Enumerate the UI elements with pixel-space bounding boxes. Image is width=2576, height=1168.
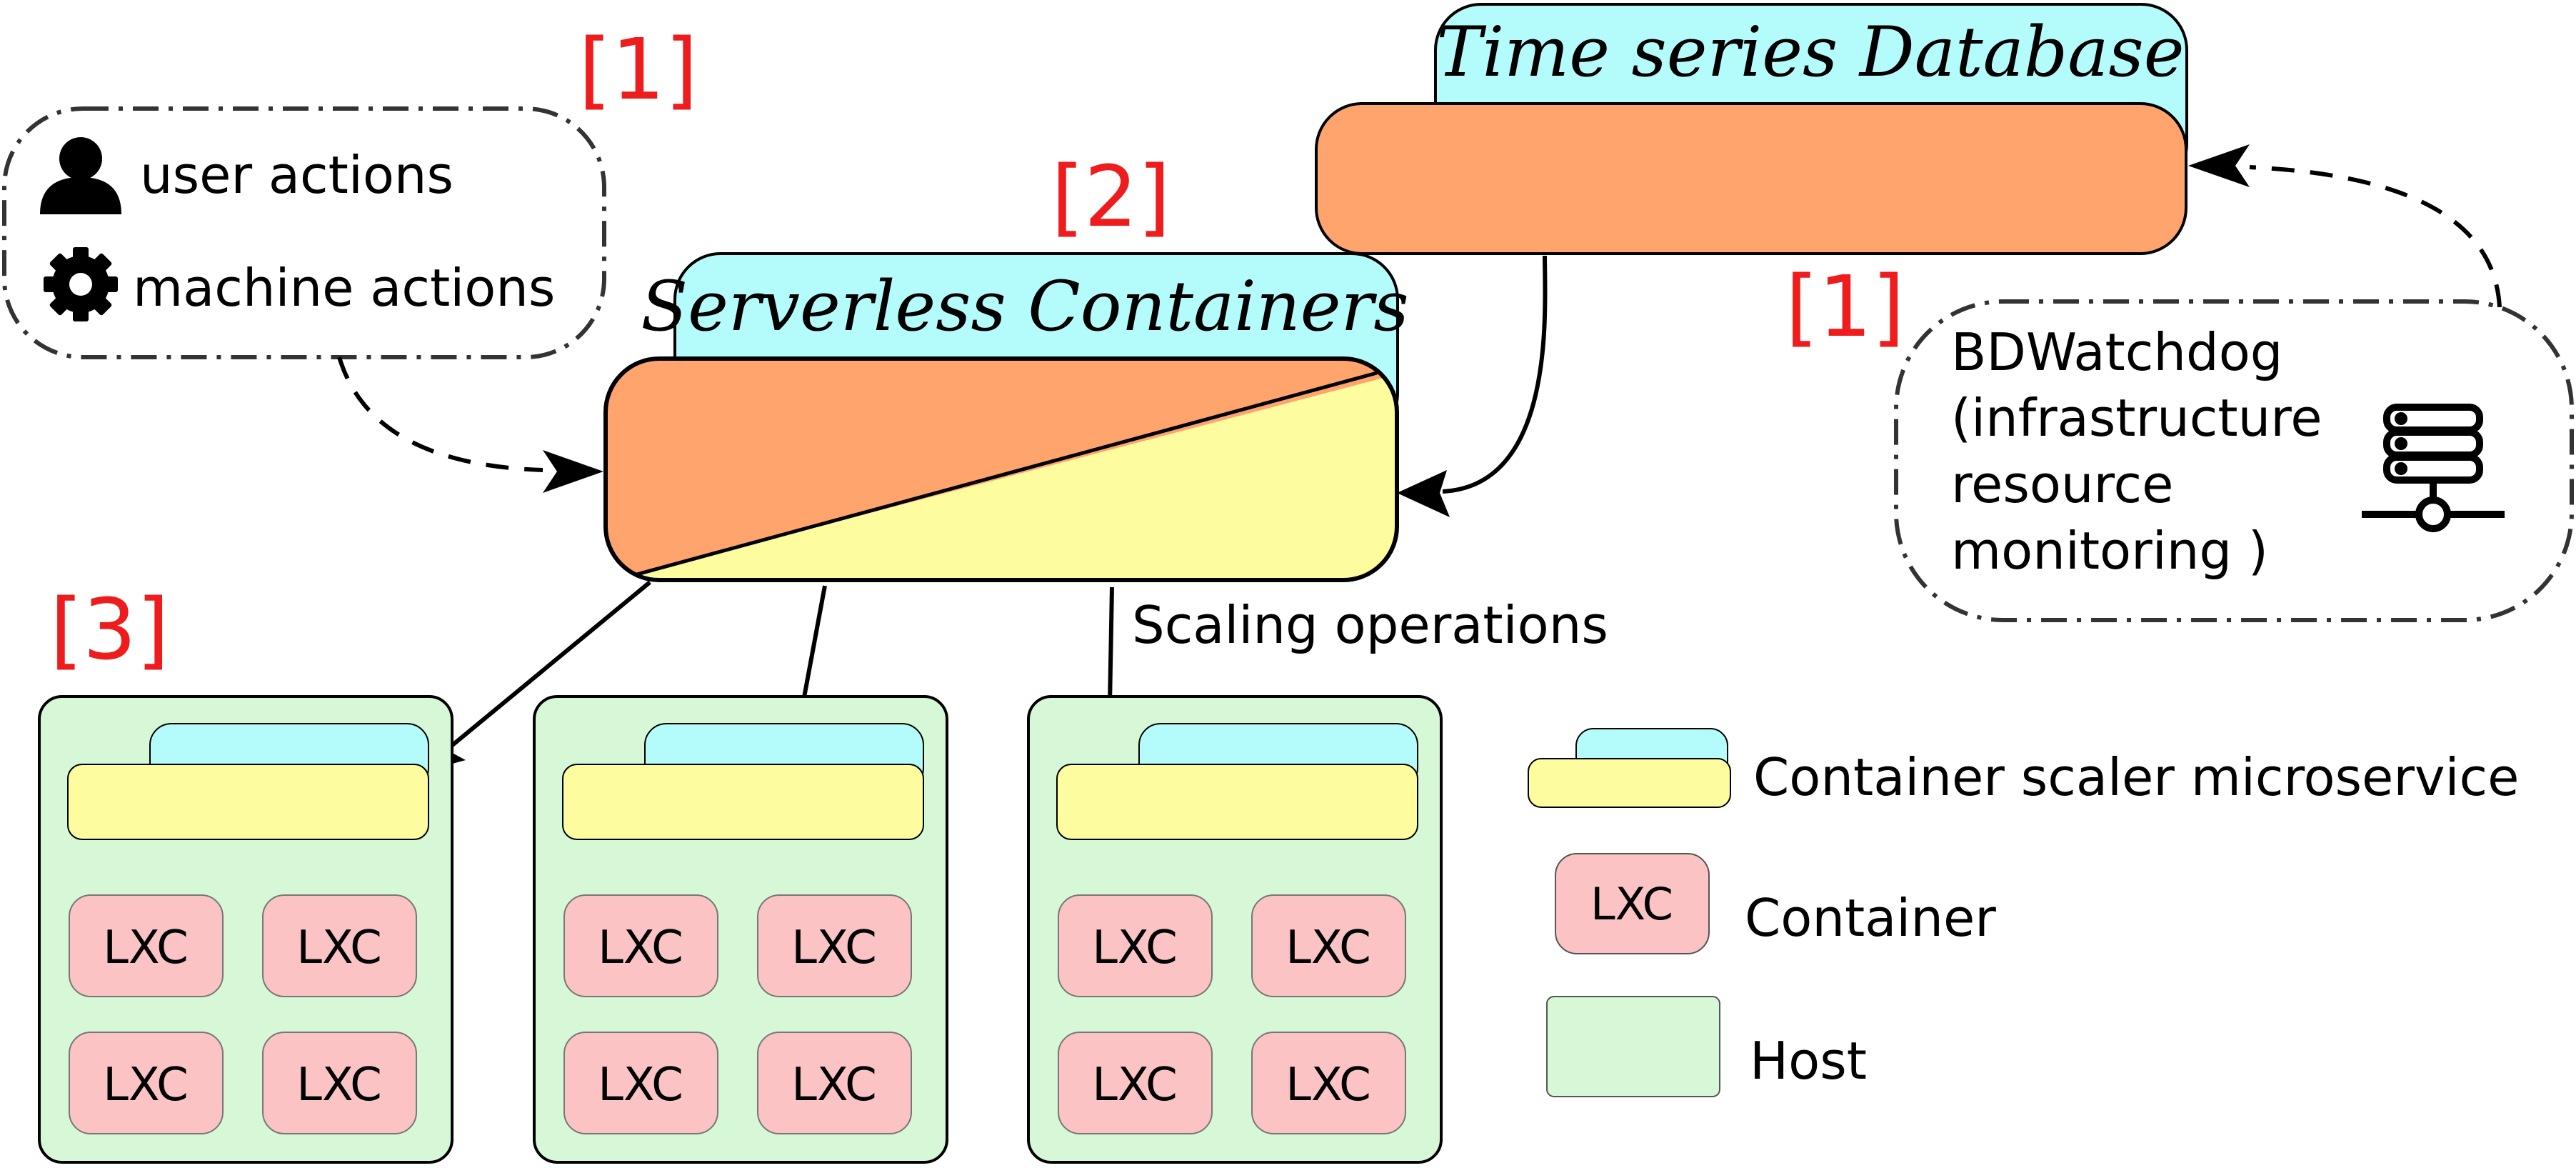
tsdb-component: Time series Database [1315, 3, 2188, 255]
lxc-label: LXC [103, 1059, 189, 1112]
lxc-label: LXC [1092, 1059, 1178, 1112]
ref-serverless: [2] [1051, 147, 1171, 246]
lxc-container: LXC [1251, 1032, 1406, 1134]
lxc-label: LXC [598, 1059, 683, 1112]
legend-scaler-swatch [1528, 728, 1731, 808]
scaling-arrow-host-1 [445, 580, 651, 752]
lxc-label: LXC [296, 922, 382, 974]
scaling-operations-label: Scaling operations [1132, 595, 1608, 655]
lxc-container: LXC [262, 894, 417, 997]
lxc-label: LXC [791, 1059, 877, 1112]
tsdb-title: Time series Database [1436, 12, 2184, 92]
lxc-container: LXC [262, 1032, 417, 1134]
lxc-container: LXC [1058, 1032, 1213, 1134]
legend-host-label: Host [1750, 1031, 1867, 1091]
bdwatchdog-box: BDWatchdog (infrastructure resource moni… [1894, 299, 2574, 622]
host-1: LXC LXC LXC LXC [38, 695, 453, 1164]
legend: Container scaler microservice LXC Contai… [1528, 728, 2519, 1097]
lxc-label: LXC [791, 922, 877, 974]
serverless-title: Serverless Containers [641, 266, 1408, 346]
gear-icon [44, 247, 118, 321]
lxc-label: LXC [598, 922, 683, 974]
user-icon [40, 137, 121, 214]
ref-actions: [1] [578, 20, 698, 119]
host-scaler-bar [1056, 764, 1418, 840]
actions-to-serverless-arrow [337, 356, 543, 472]
legend-container-swatch: LXC [1555, 853, 1710, 954]
bdwatchdog-line-4: monitoring ) [1951, 521, 2268, 581]
lxc-label: LXC [1286, 922, 1371, 974]
bdwatchdog-line-1: BDWatchdog [1951, 322, 2282, 382]
legend-host-swatch [1546, 996, 1720, 1097]
bdwatchdog-to-tsdb-arrow [2249, 165, 2502, 308]
lxc-container: LXC [757, 1032, 912, 1134]
bdwatchdog-line-3: resource [1951, 454, 2173, 514]
serverless-component: Serverless Containers [603, 252, 1409, 582]
lxc-container: LXC [69, 1032, 224, 1134]
actions-arrowhead [543, 450, 603, 493]
legend-container-label: Container [1745, 888, 1996, 948]
host-3: LXC LXC LXC LXC [1027, 695, 1443, 1164]
lxc-label: LXC [1092, 922, 1178, 974]
legend-container-sample: LXC [1590, 878, 1673, 930]
ref-hosts: [3] [50, 580, 169, 679]
lxc-container: LXC [563, 1032, 718, 1134]
lxc-label: LXC [103, 922, 189, 974]
lxc-container: LXC [1251, 894, 1406, 997]
machine-actions-label: machine actions [133, 258, 555, 318]
bdwatchdog-arrowhead [2188, 144, 2250, 187]
lxc-label: LXC [296, 1059, 382, 1112]
lxc-container: LXC [563, 894, 718, 997]
lxc-label: LXC [1286, 1059, 1371, 1112]
lxc-container: LXC [757, 894, 912, 997]
host-scaler-bar [562, 764, 924, 840]
bdwatchdog-line-2: (infrastructure [1951, 388, 2322, 448]
tsdb-arrowhead [1397, 470, 1450, 517]
lxc-container: LXC [1058, 894, 1213, 997]
host-scaler-bar [67, 764, 429, 840]
tsdb-to-serverless-arrow [1442, 255, 1548, 494]
host-2: LXC LXC LXC LXC [533, 695, 948, 1164]
ref-bdwatchdog: [1] [1785, 257, 1905, 356]
actions-box: user actions machine actions [2, 106, 606, 359]
legend-scaler-label: Container scaler microservice [1753, 747, 2519, 807]
user-actions-label: user actions [140, 145, 453, 205]
server-network-icon [2362, 404, 2505, 532]
lxc-container: LXC [69, 894, 224, 997]
